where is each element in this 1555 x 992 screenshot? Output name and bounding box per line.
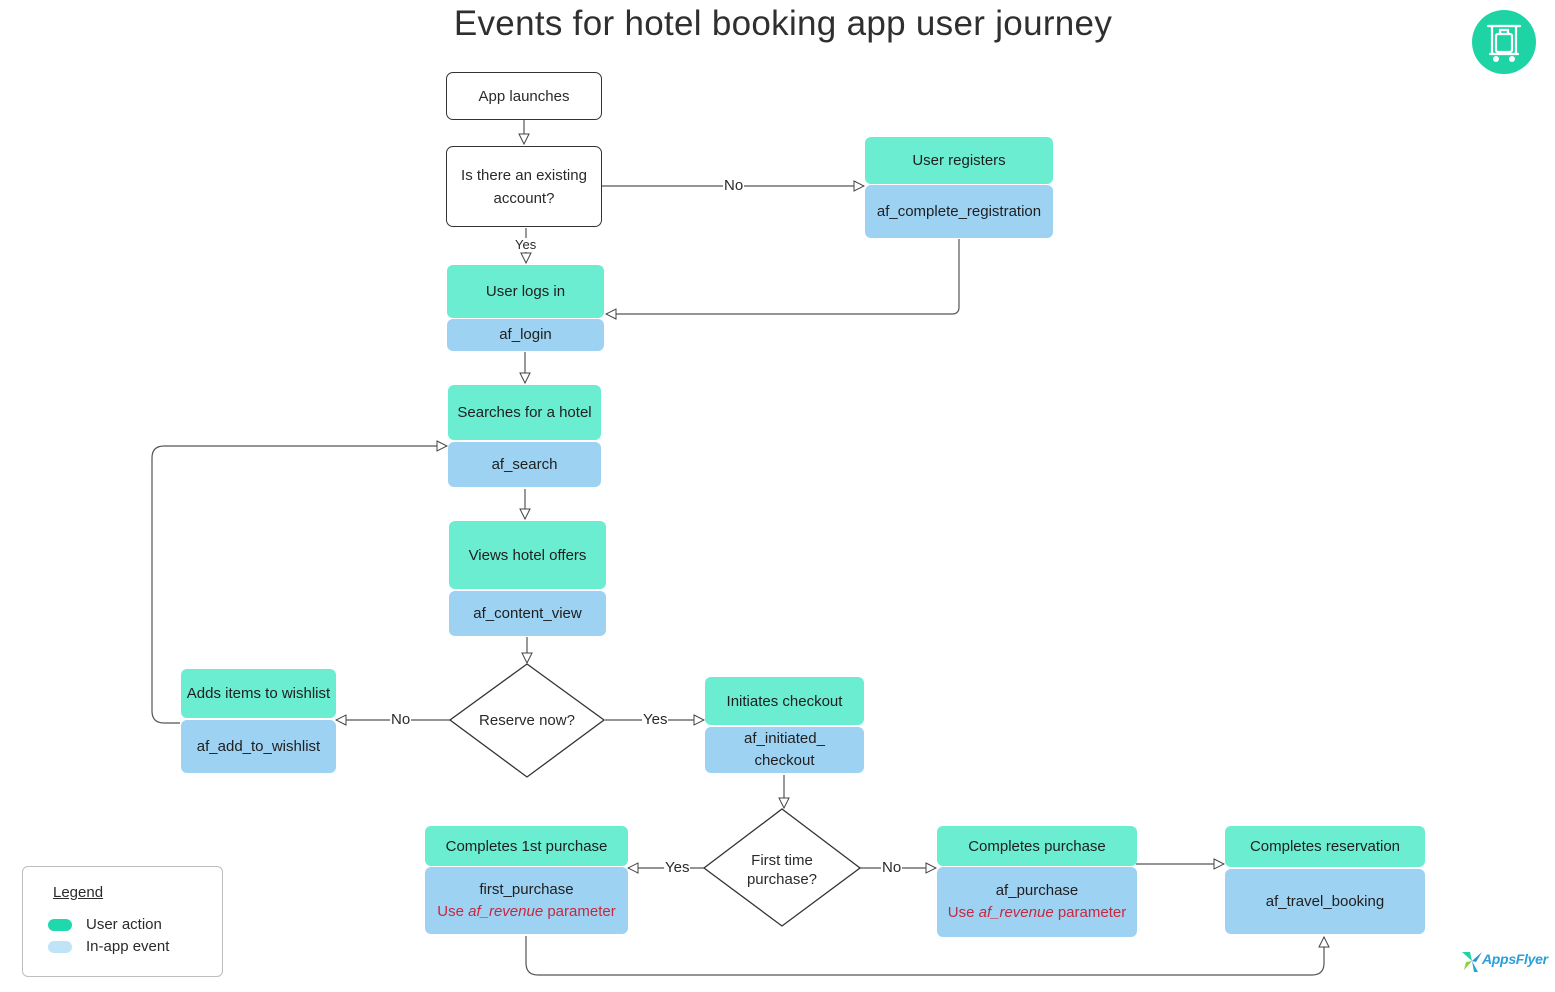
event-first-purchase: first_purchase Use af_revenue parameter	[425, 867, 628, 934]
luggage-cart-icon	[1472, 10, 1536, 74]
legend-swatch-user-action	[48, 919, 72, 931]
node-user-logs-in: User logs in	[447, 265, 604, 318]
node-existing-account: Is there an existing account?	[446, 146, 602, 227]
node-views-offers: Views hotel offers	[449, 521, 606, 589]
legend-in-app-event: In-app event	[86, 938, 170, 955]
event-af-search: af_search	[448, 442, 601, 487]
node-adds-wishlist: Adds items to wishlist	[181, 669, 336, 718]
reserve-now-diamond	[448, 663, 606, 778]
node-searches-hotel: Searches for a hotel	[448, 385, 601, 440]
node-app-launches: App launches	[446, 72, 602, 120]
node-completes-reservation: Completes reservation	[1225, 826, 1425, 867]
legend-title: Legend	[53, 884, 104, 901]
event-af-add-to-wishlist: af_add_to_wishlist	[181, 720, 336, 773]
decision-first-time-purchase: First time purchase?	[746, 852, 818, 888]
edge-registration-to-login	[606, 239, 960, 314]
event-af-content-view: af_content_view	[449, 591, 606, 636]
first-time-diamond	[702, 808, 862, 927]
revenue-note: Use af_revenue parameter	[437, 902, 616, 920]
edge-label-no: No	[390, 711, 412, 728]
event-af-travel-booking: af_travel_booking	[1225, 869, 1425, 934]
edge-label-no: No	[881, 859, 903, 876]
revenue-note: Use af_revenue parameter	[947, 904, 1127, 921]
appsflyer-logo: AppsFlyer	[1460, 946, 1552, 976]
edge-label-yes: Yes	[664, 859, 691, 876]
edge-wishlist-loop	[151, 446, 447, 724]
edge-label-yes: Yes	[515, 237, 537, 252]
edge-label-yes: Yes	[642, 711, 669, 728]
node-completes-1st-purchase: Completes 1st purchase	[425, 826, 628, 866]
event-af-initiated-checkout: af_initiated_ checkout	[705, 727, 864, 773]
node-completes-purchase: Completes purchase	[937, 826, 1137, 866]
edge-label-no: No	[723, 177, 745, 194]
edge-firstpurchase-to-booking	[525, 936, 1324, 976]
event-af-purchase: af_purchase Use af_revenue parameter	[937, 867, 1137, 937]
node-initiates-checkout: Initiates checkout	[705, 677, 864, 725]
legend-user-action: User action	[86, 916, 162, 933]
node-user-registers: User registers	[865, 137, 1053, 184]
legend-swatch-in-app-event	[48, 941, 72, 953]
event-af-login: af_login	[447, 319, 604, 351]
appsflyer-logo-text: AppsFlyer	[1482, 951, 1548, 967]
page-title: Events for hotel booking app user journe…	[453, 4, 1113, 43]
event-af-complete-registration: af_complete_registration	[865, 185, 1053, 238]
decision-reserve-now: Reserve now?	[479, 711, 575, 729]
